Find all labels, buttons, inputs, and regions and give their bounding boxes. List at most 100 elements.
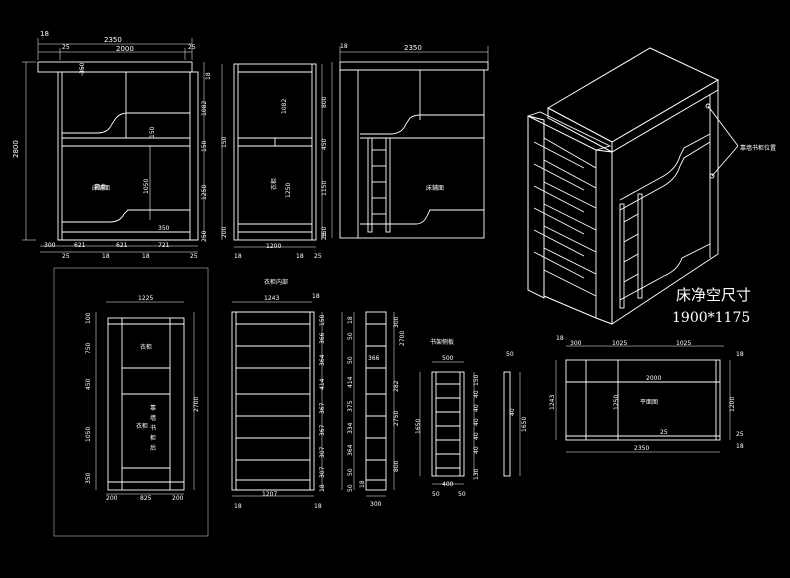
plan-top-1025b: 1025 bbox=[676, 340, 691, 347]
wardrobe-left-750: 750 bbox=[85, 342, 92, 354]
back-right-350: 350 bbox=[321, 226, 328, 238]
wardrobe-side-1: 靠 bbox=[150, 404, 156, 412]
wardrobe-left-450: 450 bbox=[85, 378, 92, 390]
plan-view: 18 300 1025 1025 18 2000 1250 25 平面图 124… bbox=[549, 335, 744, 453]
wardrobe-side-2: 墙 bbox=[150, 414, 156, 422]
back-right-450: 450 bbox=[321, 138, 328, 150]
shelf-front-r-150: 150 bbox=[319, 314, 326, 326]
back-top-2350: 2350 bbox=[404, 44, 422, 52]
wardrobe-left-100: 100 bbox=[85, 312, 92, 324]
shelf-side-d7: 364 bbox=[347, 444, 354, 456]
side-dim-18b: 18 bbox=[296, 253, 304, 260]
shelf-front-b-1207: 1207 bbox=[262, 491, 277, 498]
back-right-1150: 1150 bbox=[321, 181, 328, 196]
shelf-front-view: 衣柜内部 1243 18 150 366 364 414 367 367 307… bbox=[231, 278, 326, 510]
small-shelf-b3: 50 bbox=[458, 491, 466, 498]
front-bottom-18b: 18 bbox=[142, 253, 150, 260]
plan-inner-25: 25 bbox=[660, 429, 668, 436]
front-center-350: 350 bbox=[79, 62, 86, 74]
front-right-1250: 1250 bbox=[201, 185, 208, 200]
plan-top-1025a: 1025 bbox=[612, 340, 627, 347]
shelf-front-r-307b: 307 bbox=[319, 466, 326, 478]
wardrobe-bottom-200b: 200 bbox=[172, 495, 184, 502]
side-dim-25: 25 bbox=[321, 232, 328, 240]
plan-left-dim: 1243 bbox=[549, 395, 556, 410]
small-shelf-r3: 40 bbox=[473, 404, 480, 412]
front-label-lower: 床鋪面 bbox=[92, 184, 110, 192]
shelf-side-d8: 50 bbox=[347, 468, 354, 476]
shelf-front-r-364: 364 bbox=[319, 354, 326, 366]
plan-inner-2000: 2000 bbox=[646, 375, 661, 382]
shelf-side-view: 18 50 50 414 375 334 364 50 50 18 300 27… bbox=[341, 311, 406, 508]
shelf-front-b-18a: 18 bbox=[234, 503, 242, 510]
front-label-upper: 書桌 bbox=[94, 183, 106, 191]
back-label: 床鋪面 bbox=[426, 184, 444, 192]
wardrobe-side-5: 后 bbox=[150, 444, 156, 452]
side-dim-1250: 1250 bbox=[285, 183, 292, 198]
front-bottom-621a: 621 bbox=[74, 242, 86, 249]
isometric-view: 靠墙书柜位置 床净空尺寸 1900*1175 bbox=[527, 47, 776, 326]
wardrobe-label-mid: 衣柜 bbox=[136, 422, 148, 430]
side-dim-1200: 1200 bbox=[266, 243, 281, 250]
back-view: 18 2350 床鋪面 800 450 1150 350 bbox=[321, 43, 489, 239]
wardrobe-left-350: 350 bbox=[85, 472, 92, 484]
shelf-side-r6: 800 bbox=[393, 460, 400, 472]
small-shelf-b1: 50 bbox=[432, 491, 440, 498]
shelf-side-r1: 300 bbox=[393, 316, 400, 328]
shelf-front-r-367b: 367 bbox=[319, 424, 326, 436]
small-shelf-side-1650: 1650 bbox=[521, 417, 528, 432]
shelf-side-d1: 18 bbox=[347, 316, 354, 324]
shelf-front-top-18: 18 bbox=[312, 293, 320, 300]
shelf-side-bottom: 300 bbox=[370, 501, 382, 508]
shelf-front-r-367a: 367 bbox=[319, 402, 326, 414]
plan-bottom-dim: 2350 bbox=[634, 445, 649, 452]
side-view: 衣柜 1082 150 1250 200 25 1200 18 18 25 bbox=[221, 63, 328, 260]
shelf-front-r-366: 366 bbox=[319, 332, 326, 344]
small-shelf-r4: 40 bbox=[473, 418, 480, 426]
side-dim-150: 150 bbox=[221, 136, 228, 148]
iso-title: 床净空尺寸 bbox=[676, 286, 751, 304]
front-left-total: 2800 bbox=[12, 140, 20, 158]
shelf-side-d5: 375 bbox=[347, 400, 354, 412]
front-view: 18 2350 25 2000 25 書桌 2800 18 1082 150 1… bbox=[12, 30, 212, 260]
front-right-150: 150 bbox=[201, 140, 208, 152]
wardrobe-bottom-200a: 200 bbox=[106, 495, 118, 502]
plan-top-18a: 18 bbox=[556, 335, 564, 342]
shelf-side-d9: 50 bbox=[347, 484, 354, 492]
small-shelf-r6: 40 bbox=[473, 446, 480, 454]
front-top-dim-2000: 2000 bbox=[116, 45, 134, 53]
shelf-side-r2: 2700 bbox=[399, 331, 406, 346]
shelf-front-b-18b: 18 bbox=[314, 503, 322, 510]
side-dim-1082: 1082 bbox=[281, 99, 288, 114]
shelf-side-r3: 366 bbox=[368, 355, 380, 362]
shelf-side-d2: 50 bbox=[347, 332, 354, 340]
front-right-1082: 1082 bbox=[201, 101, 208, 116]
wardrobe-side-4: 柜 bbox=[150, 434, 156, 442]
wardrobe-top-dim: 1225 bbox=[138, 295, 153, 302]
wardrobe-label-top: 衣柜 bbox=[140, 343, 152, 351]
side-dim-25b: 25 bbox=[314, 253, 322, 260]
plan-top-18b: 18 bbox=[736, 351, 744, 358]
shelf-front-title: 衣柜内部 bbox=[264, 278, 288, 286]
shelf-side-r5: 2750 bbox=[393, 411, 400, 426]
plan-right-18: 18 bbox=[736, 443, 744, 450]
back-top-18: 18 bbox=[340, 43, 348, 50]
wardrobe-bottom-825: 825 bbox=[140, 495, 152, 502]
plan-top-300: 300 bbox=[570, 340, 582, 347]
small-shelf-view: 书架侧板 500 1650 150 40 40 40 40 40 130 50 … bbox=[415, 338, 528, 498]
wardrobe-left-1050: 1050 bbox=[85, 427, 92, 442]
plan-inner-1250: 1250 bbox=[613, 395, 620, 410]
side-dim-18a: 18 bbox=[234, 253, 242, 260]
small-shelf-side-50: 50 bbox=[506, 351, 514, 358]
shelf-front-r-414: 414 bbox=[319, 378, 326, 390]
side-label: 衣柜 bbox=[270, 178, 278, 190]
front-bottom-300: 300 bbox=[44, 242, 56, 249]
shelf-front-r-18: 18 bbox=[319, 484, 326, 492]
front-right-18: 18 bbox=[205, 72, 212, 80]
shelf-side-d6: 334 bbox=[347, 422, 354, 434]
front-top-dim-25a: 25 bbox=[62, 44, 70, 51]
front-center-150: 150 bbox=[149, 126, 156, 138]
shelf-front-top-1243: 1243 bbox=[264, 295, 279, 302]
small-shelf-top: 500 bbox=[442, 355, 454, 362]
small-shelf-b2: 400 bbox=[442, 481, 454, 488]
